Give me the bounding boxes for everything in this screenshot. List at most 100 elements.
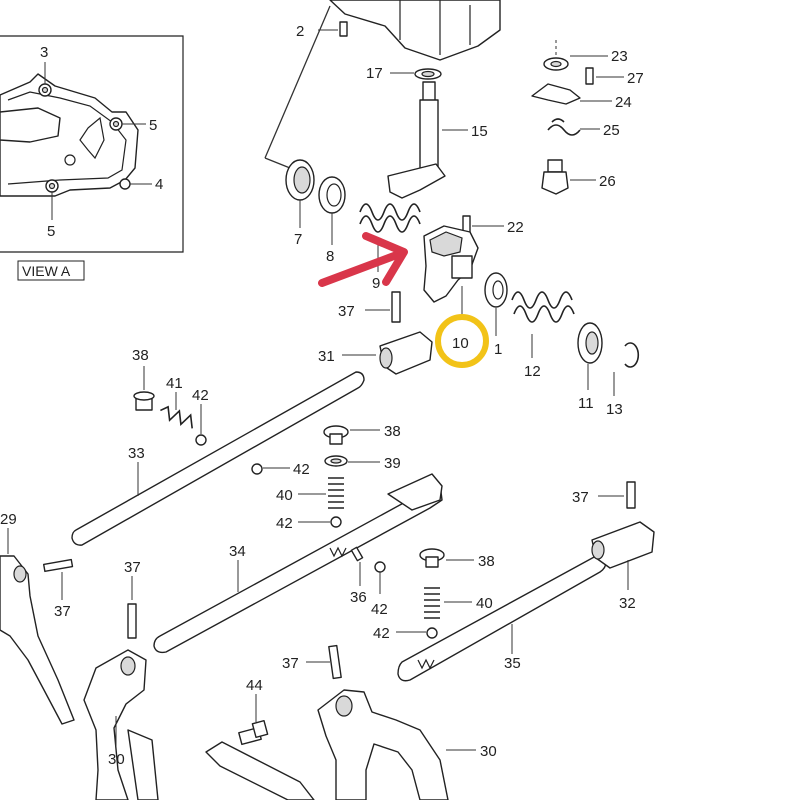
part-42-ball-center <box>330 516 342 528</box>
callout-41: 41 <box>166 375 183 392</box>
callout-12: 12 <box>524 363 541 380</box>
callout-view-a-4: 4 <box>155 176 163 193</box>
callout-37b: 37 <box>572 489 589 506</box>
part-34-shaft <box>153 483 443 654</box>
part-39-hole <box>330 458 342 464</box>
callout-42a: 42 <box>192 387 209 404</box>
part-2-pin <box>339 21 348 37</box>
part-10-lever-top <box>429 231 463 257</box>
part-34-end-fork <box>387 473 443 511</box>
part-31-bore <box>379 347 393 369</box>
view-a-frame <box>0 35 184 253</box>
callout-24: 24 <box>615 94 632 111</box>
part-30-right-bore <box>335 695 353 717</box>
callout-38b: 38 <box>384 423 401 440</box>
callout-37c: 37 <box>54 603 71 620</box>
part-38-plug-right-body <box>425 556 439 568</box>
fork-29-group: 29 37 37 <box>0 511 141 725</box>
callout-33: 33 <box>128 445 145 462</box>
part-23-hole <box>550 60 562 68</box>
part-42-ball-mid <box>251 463 263 475</box>
part-17-hole <box>421 70 435 78</box>
part-12-spring-back <box>513 305 575 323</box>
callout-view-a-3: 3 <box>40 44 48 61</box>
part-41-spring <box>160 405 193 429</box>
callout-36: 36 <box>350 589 367 606</box>
bolt-44-group: 44 <box>205 677 315 800</box>
part-42-ball-lower-a <box>374 561 386 573</box>
part-40-spring-center <box>328 477 344 509</box>
housing-guide-line <box>264 5 331 159</box>
part-30-fork-right <box>317 689 449 800</box>
shaft-33-group: 33 42 <box>71 371 365 546</box>
part-32-bore <box>591 540 605 560</box>
callout-29: 29 <box>0 511 17 528</box>
part-31-group: 37 31 <box>318 291 433 375</box>
part-8-bearing-inner <box>326 183 342 207</box>
part-25-spring <box>547 118 581 136</box>
part-30-left-bore <box>120 656 136 676</box>
part-37-pin-bottom <box>127 603 137 639</box>
part-36-pin <box>350 546 364 562</box>
part-37-pin-fork <box>328 644 342 680</box>
part-10-lever-block <box>451 255 473 279</box>
cover-hole <box>64 154 76 166</box>
callout-30a: 30 <box>108 751 125 768</box>
part-26-bolt-shank <box>547 159 563 173</box>
callout-37d: 37 <box>124 559 141 576</box>
callout-1: 1 <box>494 341 502 358</box>
callout-42b: 42 <box>293 461 310 478</box>
bolt-5-lower-center <box>48 182 56 190</box>
callout-2: 2 <box>296 23 304 40</box>
callout-38c: 38 <box>478 553 495 570</box>
part-7-seal-inner <box>293 166 311 194</box>
red-arrow-shaft <box>318 249 406 287</box>
view-a-label: VIEW A <box>22 263 71 279</box>
part-1-bushing-inner <box>492 280 504 300</box>
gearbox-cover-outline <box>0 73 139 197</box>
callout-9: 9 <box>372 275 380 292</box>
callout-7: 7 <box>294 231 302 248</box>
part-37-pin-left <box>42 558 74 573</box>
callout-23: 23 <box>611 48 628 65</box>
part-24-bracket <box>531 83 581 105</box>
callout-31: 31 <box>318 348 335 365</box>
callout-44: 44 <box>246 677 263 694</box>
part-12-spring <box>511 291 573 309</box>
cover-boss <box>0 107 61 143</box>
part-33-shaft <box>71 371 365 546</box>
shaft-34-group: 34 36 42 <box>153 473 443 654</box>
shift-arm-lower <box>205 741 315 800</box>
callout-40a: 40 <box>276 487 293 504</box>
fork-30-right-group: 37 30 <box>282 644 497 800</box>
callout-42e: 42 <box>373 625 390 642</box>
callout-25: 25 <box>603 122 620 139</box>
bolt-3-center <box>41 86 49 94</box>
callout-40b: 40 <box>476 595 493 612</box>
part-42-ball-left <box>195 434 207 446</box>
bolt-4-head <box>119 178 131 190</box>
part-15-shaft <box>419 99 439 173</box>
shaft-35-group: 35 32 37 <box>397 481 655 682</box>
part-42-ball-right <box>426 627 438 639</box>
bolt-5-upper-center <box>112 120 120 128</box>
shaft-components-row: 7 8 9 22 10 1 12 11 13 <box>285 159 640 418</box>
part-9-spring <box>359 203 421 221</box>
red-arrow-head <box>362 232 408 286</box>
part-40-spring-right <box>424 587 440 619</box>
callout-8: 8 <box>326 248 334 265</box>
upper-housing-group: 2 17 15 23 27 24 25 26 <box>264 0 644 199</box>
part-15-lever-arm <box>387 163 446 199</box>
part-26-bolt-head <box>541 171 569 195</box>
part-37-pin-upper <box>391 291 401 323</box>
part-30-fork-left <box>83 649 147 800</box>
callout-34: 34 <box>229 543 246 560</box>
part-27-pin <box>585 67 594 85</box>
part-38-plug-head <box>133 391 155 401</box>
housing-detail <box>399 0 471 55</box>
view-a-inset: 3 5 4 5 VIEW A <box>0 35 184 281</box>
part-15-shaft-top <box>422 81 436 103</box>
callout-13: 13 <box>606 401 623 418</box>
